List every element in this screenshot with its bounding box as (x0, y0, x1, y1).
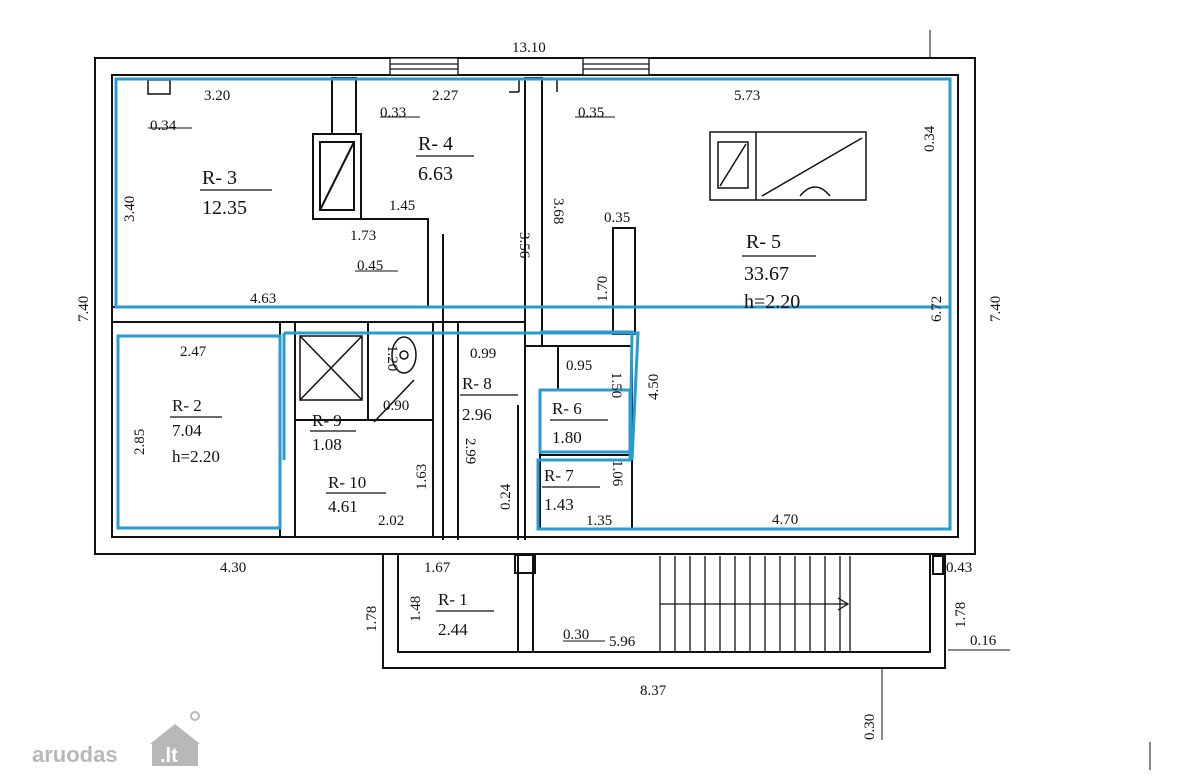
dim-label: 3.56 (516, 232, 532, 259)
room-r5-height: h=2.20 (744, 291, 800, 313)
highlight-lower-band (284, 331, 640, 461)
dim-label: 7.40 (76, 296, 92, 322)
dim-label: 7.40 (988, 296, 1004, 322)
fixtures (147, 79, 867, 423)
dim-label: 1.78 (953, 602, 969, 628)
dim-label: 1.78 (364, 606, 380, 632)
dim-label: 0.99 (470, 346, 496, 362)
dim-label: 6.72 (929, 296, 945, 322)
room-r8-area: 2.96 (462, 405, 492, 424)
room-r1-id: R- 1 (438, 590, 468, 609)
dim-label: 0.35 (604, 210, 630, 226)
dim-label: 1.35 (586, 513, 612, 529)
room-r2-height: h=2.20 (172, 447, 220, 466)
room-r8-id: R- 8 (462, 374, 492, 393)
room-r3: R- 3 12.35 (200, 167, 272, 219)
dim-label: 2.85 (132, 429, 148, 455)
room-r7-area: 1.43 (544, 495, 574, 514)
dim-label: 2.47 (180, 344, 207, 360)
dim-label: 13.10 (512, 40, 546, 56)
room-r4-id: R- 4 (418, 133, 453, 155)
room-r7-id: R- 7 (544, 466, 574, 485)
room-r6: R- 6 1.80 (550, 399, 608, 447)
dim-label: 0.34 (150, 118, 177, 134)
room-r6-area: 1.80 (552, 428, 582, 447)
room-r5: R- 5 33.67 h=2.20 (742, 231, 816, 313)
dim-label: 5.73 (734, 88, 760, 104)
room-r2: R- 2 7.04 h=2.20 (170, 396, 222, 466)
dim-label: 1.45 (389, 198, 415, 214)
room-r10: R- 10 4.61 (326, 473, 386, 516)
room-r7: R- 7 1.43 (542, 466, 600, 514)
dim-label: 1.63 (414, 464, 430, 490)
room-r3-area: 12.35 (202, 197, 247, 219)
room-r1-area: 2.44 (438, 620, 468, 639)
watermark-text: aruodas (32, 742, 118, 767)
dim-label: 0.95 (566, 358, 592, 374)
dimension-lines (148, 30, 1151, 770)
dim-label: 0.45 (357, 258, 383, 274)
dim-label: 4.30 (220, 560, 246, 576)
dim-label: 0.30 (563, 627, 589, 643)
dim-label: 3.40 (122, 196, 138, 222)
room-r1: R- 1 2.44 (436, 590, 494, 639)
room-highlights (114, 77, 952, 531)
room-r9-id: R- 9 (312, 411, 342, 430)
dim-label: 0.16 (970, 633, 997, 649)
room-r4: R- 4 6.63 (416, 133, 474, 185)
room-r2-area: 7.04 (172, 421, 202, 440)
room-r9: R- 9 1.08 (310, 411, 356, 454)
dim-label: 1.06 (609, 460, 625, 487)
room-r8: R- 8 2.96 (460, 374, 518, 424)
dim-label: 0.35 (578, 105, 604, 121)
highlight-r2 (116, 334, 282, 530)
dim-label: 4.50 (646, 374, 662, 400)
highlight-r6 (538, 388, 632, 454)
dim-label: 2.99 (462, 438, 478, 464)
dim-label: 2.27 (432, 88, 459, 104)
dim-label: 3.20 (204, 88, 230, 104)
watermark-tld: .lt (160, 745, 178, 767)
dim-label: 0.34 (922, 125, 938, 152)
dim-label: 1.48 (408, 596, 424, 622)
room-r5-area: 33.67 (744, 263, 789, 285)
dim-label: 1.50 (608, 372, 624, 398)
house-icon (152, 742, 198, 766)
smoke-icon (190, 711, 200, 721)
dimension-labels: 13.10 3.20 0.34 0.33 2.27 0.35 5.73 0.34… (76, 40, 1004, 740)
highlight-r5 (536, 77, 952, 531)
dim-label: 1.20 (384, 345, 400, 371)
dim-label: 1.73 (350, 228, 376, 244)
dim-label: 0.33 (380, 105, 406, 121)
dim-label: 0.90 (383, 398, 409, 414)
dim-label: 8.37 (640, 683, 667, 699)
room-r2-id: R- 2 (172, 396, 202, 415)
dim-label: 1.67 (424, 560, 451, 576)
dim-label: 4.70 (772, 512, 798, 528)
dim-label: 1.70 (595, 276, 611, 302)
dim-label: 5.96 (609, 634, 636, 650)
roof-icon (150, 724, 200, 744)
highlight-upper-zone (114, 77, 952, 309)
dim-label: 0.30 (862, 714, 878, 740)
dim-label: 2.02 (378, 513, 404, 529)
window-symbols (389, 57, 650, 76)
room-r6-id: R- 6 (552, 399, 582, 418)
dim-label: 4.63 (250, 291, 276, 307)
dim-label: 0.43 (946, 560, 972, 576)
staircase (659, 556, 851, 652)
room-r4-area: 6.63 (418, 163, 453, 185)
room-r5-id: R- 5 (746, 231, 781, 253)
room-r9-area: 1.08 (312, 435, 342, 454)
room-r10-area: 4.61 (328, 497, 358, 516)
room-r3-id: R- 3 (202, 167, 237, 189)
aruodas-watermark: aruodas .lt (32, 711, 200, 767)
room-r10-id: R- 10 (328, 473, 366, 492)
dim-label: 0.24 (498, 483, 514, 510)
dim-label: 3.68 (550, 198, 566, 224)
